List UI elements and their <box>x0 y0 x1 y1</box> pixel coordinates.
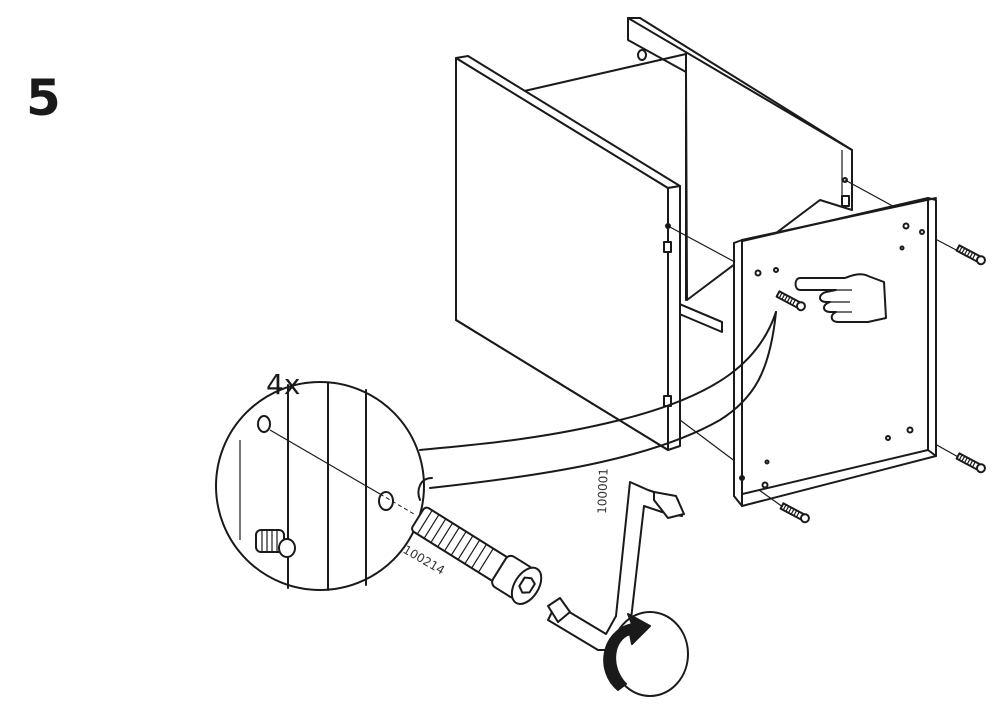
allen-key-icon <box>547 481 685 651</box>
screw-icon <box>775 244 986 524</box>
right-side-panel <box>733 197 937 507</box>
detail-callout: 4x <box>215 368 425 591</box>
cabinet-frame <box>455 17 853 451</box>
dowel-icon <box>255 529 296 558</box>
rotate-clockwise-icon <box>603 611 689 697</box>
callout-pointer <box>419 311 777 451</box>
key-part-number: 100001 <box>595 468 611 514</box>
pointing-hand-icon <box>794 273 887 323</box>
quantity-label: 4x <box>266 368 300 401</box>
step-number: 5 <box>26 69 61 127</box>
left-side-panel <box>455 55 681 451</box>
connector-screw <box>411 506 543 605</box>
